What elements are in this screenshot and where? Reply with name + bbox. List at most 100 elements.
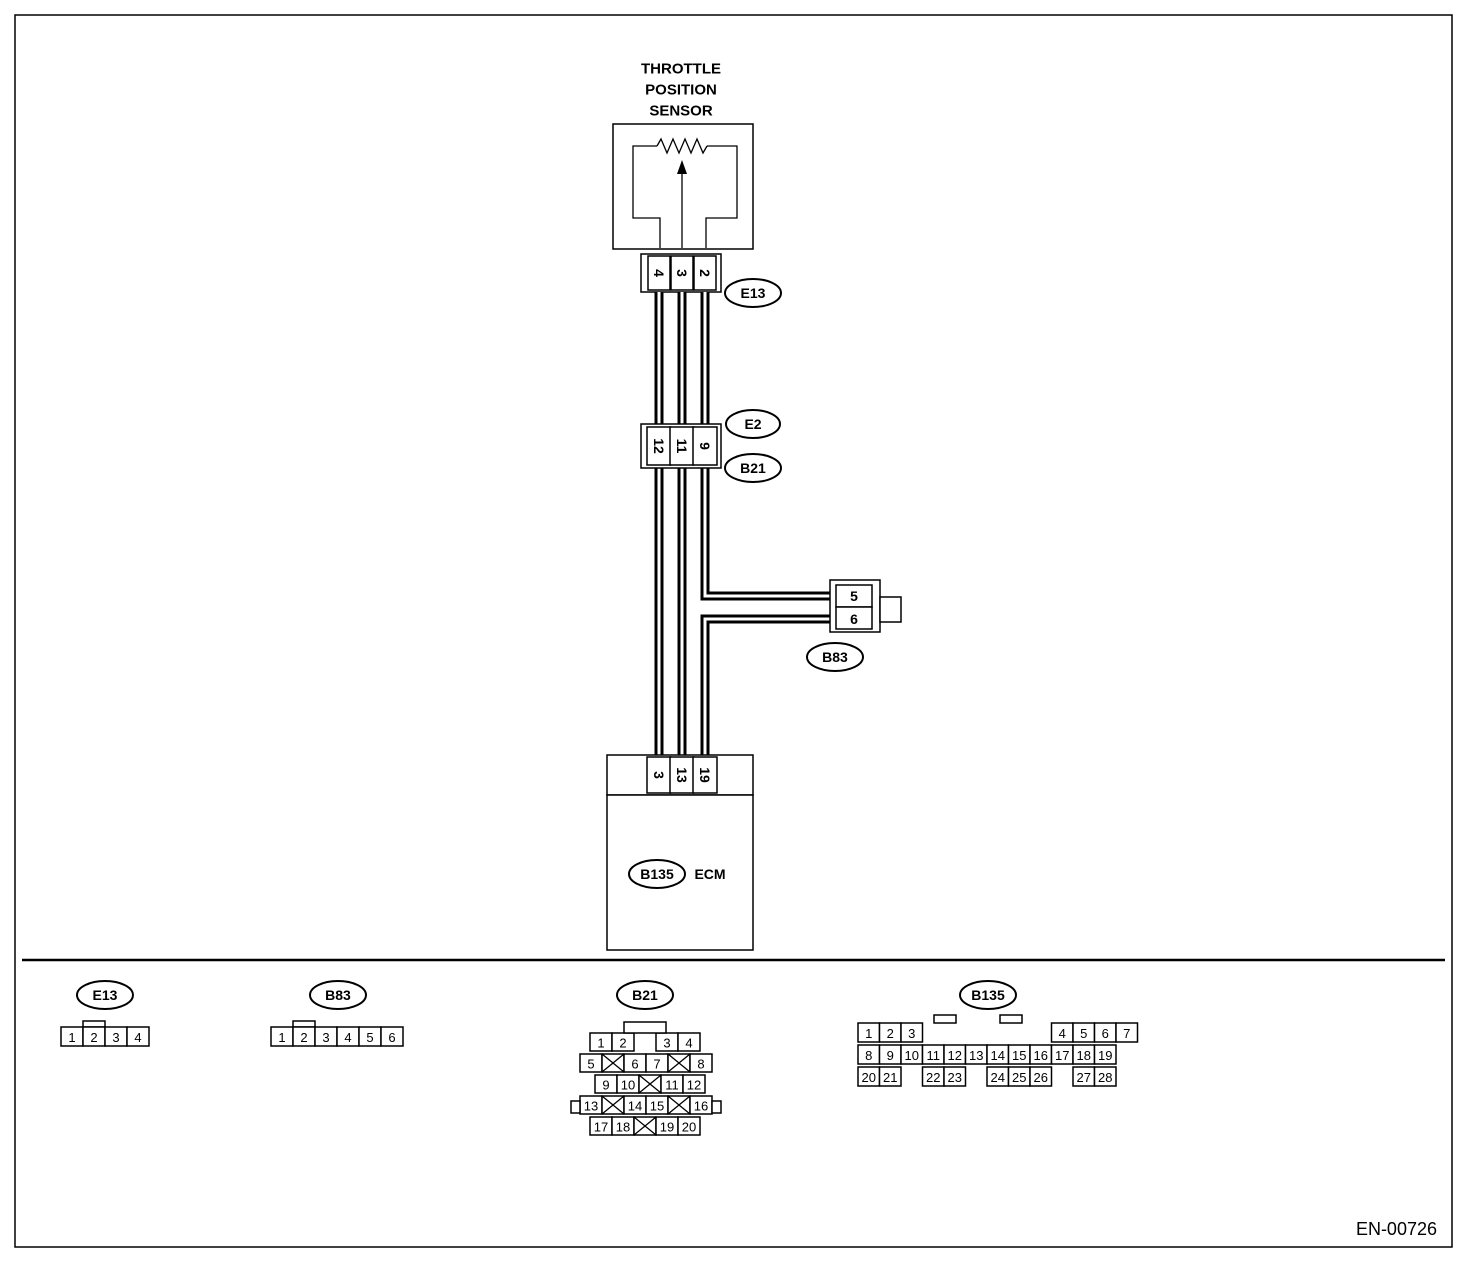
wire-segment: [700, 614, 836, 757]
view-b83-tag: [309, 980, 367, 1010]
blocked-cavity-icon: [601, 1095, 625, 1115]
e13-pin-box: [126, 1026, 150, 1047]
e2-connector-tag: [725, 409, 781, 439]
view-b21-id: B21: [632, 987, 658, 1003]
b135-latch: [999, 1014, 1023, 1024]
b135-pin-label: 18: [1077, 1048, 1091, 1063]
b21-pin-label: 16: [694, 1099, 708, 1114]
e13-pin-label: 1: [68, 1030, 75, 1045]
b135-pin-label: 7: [1123, 1026, 1130, 1041]
b135-pin-label: 20: [862, 1070, 876, 1085]
b21-pin-label: 11: [665, 1078, 679, 1093]
b135-pin-label: 22: [926, 1070, 940, 1085]
b21-side-tab: [570, 1100, 581, 1114]
junction-pin-box: [692, 426, 718, 466]
b21-pin-label: 14: [628, 1099, 642, 1114]
b21-pin-box: [611, 1032, 635, 1052]
b21-pin-label: 4: [685, 1036, 692, 1051]
b135-pin-label: 10: [905, 1048, 919, 1063]
b21-pin-label: 5: [587, 1057, 594, 1072]
b21-pin-label: 10: [621, 1078, 635, 1093]
b135-pin-box: [878, 1066, 902, 1087]
b21-side-tab: [711, 1100, 722, 1114]
blocked-cavity-icon: [633, 1116, 657, 1136]
e13-pin-label: 4: [651, 269, 667, 277]
b21-pin-label: 8: [697, 1057, 704, 1072]
view-e13-tag: [76, 980, 134, 1010]
b135-pin-label: 15: [1012, 1048, 1026, 1063]
b83-branch-connector: 5 6 B83: [806, 579, 902, 672]
b135-pin-label: 27: [1077, 1070, 1091, 1085]
b135-pin-label: 23: [948, 1070, 962, 1085]
blocked-cavity-icon: [601, 1053, 625, 1073]
b83-pin-label: 4: [344, 1030, 351, 1045]
harness-wires: [654, 292, 836, 757]
resistor-symbol: [656, 137, 708, 155]
b21-pin-box: [677, 1032, 701, 1052]
b135-pin-box: [1029, 1066, 1053, 1087]
b135-connector-tag: [628, 859, 686, 889]
b21-pin-label: 20: [682, 1120, 696, 1135]
b21-pin-box: [689, 1053, 713, 1073]
b21-pin-label: 1: [597, 1036, 604, 1051]
wire-core: [703, 467, 836, 598]
b83-pin-label: 5: [366, 1030, 373, 1045]
b135-pin-label: 2: [887, 1026, 894, 1041]
e13-pin-label: 3: [674, 269, 690, 277]
b135-pin-label: 6: [1102, 1026, 1109, 1041]
e13-pin-box: [647, 255, 671, 291]
b21-pin-label: 17: [594, 1120, 608, 1135]
b21-pin-label: 13: [584, 1099, 598, 1114]
e13-pin-label: 3: [112, 1030, 119, 1045]
b135-pin-label: 5: [1080, 1026, 1087, 1041]
b83-latch: [292, 1020, 316, 1028]
b21-pin-label: 7: [653, 1057, 660, 1072]
ecm-pin-label: 3: [651, 771, 667, 779]
b83-pin-box: [380, 1026, 404, 1047]
b135-pin-label: 9: [887, 1048, 894, 1063]
junction-pin-label: 9: [697, 442, 713, 450]
b21-latch: [623, 1021, 667, 1034]
b135-pin-label: 17: [1055, 1048, 1069, 1063]
b83-connector-id: B83: [822, 649, 848, 665]
b83-connector-tag: [806, 642, 864, 672]
b135-pin-label: 12: [948, 1048, 962, 1063]
b21-pin-label: 3: [663, 1036, 670, 1051]
b135-pin-label: 24: [991, 1070, 1005, 1085]
b135-connector-id: B135: [640, 866, 674, 882]
sensor-circuit-right: [705, 145, 738, 248]
b21-pin-box: [677, 1116, 701, 1136]
b135-pin-label: 1: [865, 1026, 872, 1041]
ecm-pin-label: 13: [674, 767, 690, 783]
b135-pin-box: [1115, 1022, 1139, 1043]
b135-pin-label: 4: [1059, 1026, 1066, 1041]
blocked-cavity-icon: [667, 1053, 691, 1073]
b135-pin-box: [943, 1066, 967, 1087]
b21-pin-label: 9: [602, 1078, 609, 1093]
blocked-cavity-icon: [667, 1095, 691, 1115]
view-b135-id: B135: [971, 987, 1005, 1003]
b135-pin-label: 13: [969, 1048, 983, 1063]
ecm-unit: 3 13 19 B135 ECM: [606, 754, 754, 951]
sensor-title-line-3: SENSOR: [649, 103, 713, 120]
e13-connector-tag: [724, 278, 782, 308]
b135-pin-box: [900, 1022, 924, 1043]
b21-connector-id: B21: [740, 460, 766, 476]
sensor-title-line-1: THROTTLE: [641, 61, 721, 78]
b135-pin-label: 25: [1012, 1070, 1026, 1085]
b135-pin-label: 11: [927, 1048, 941, 1063]
outer-frame: [14, 14, 1453, 1248]
e2-connector-id: E2: [744, 416, 761, 432]
wiper-arrow-icon: [677, 160, 687, 174]
b135-latch: [933, 1014, 957, 1024]
view-b135-tag: [959, 980, 1017, 1010]
b83-pin-box: [835, 606, 873, 630]
e13-connector-id: E13: [741, 285, 766, 301]
wire-segment: [700, 467, 836, 601]
b83-pin-label: 1: [278, 1030, 285, 1045]
b21-pin-label: 19: [660, 1120, 674, 1135]
junction-pin-box: [669, 426, 695, 466]
b135-pin-label: 21: [883, 1070, 897, 1085]
